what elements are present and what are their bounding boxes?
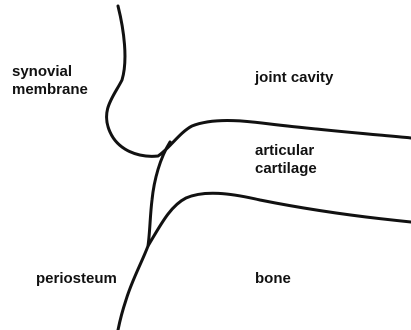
synovial-membrane-label-line2: membrane bbox=[12, 81, 88, 99]
articular-cartilage-label-line1: articular bbox=[255, 142, 317, 160]
periosteum-line bbox=[118, 246, 148, 330]
joint-cavity-label: joint cavity bbox=[255, 69, 333, 87]
periosteum-label: periosteum bbox=[36, 270, 117, 288]
articular-cartilage-label-line2: cartilage bbox=[255, 160, 317, 178]
synovial-membrane-label-line1: synovial bbox=[12, 63, 88, 81]
bone-label: bone bbox=[255, 270, 291, 288]
articular-cartilage-label: articular cartilage bbox=[255, 142, 317, 178]
synovial-membrane-label: synovial membrane bbox=[12, 63, 88, 99]
cartilage-bone-boundary bbox=[148, 193, 411, 246]
